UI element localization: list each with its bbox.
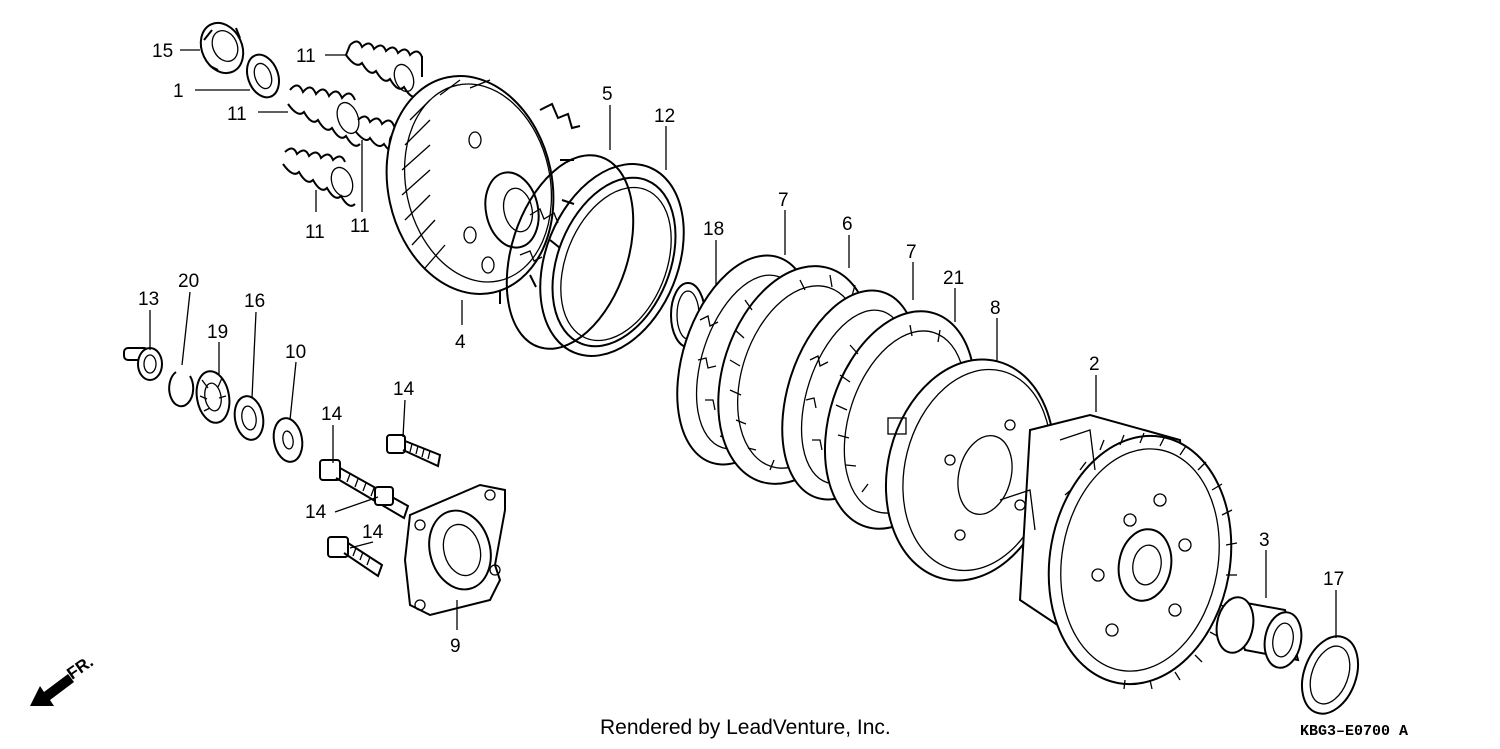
callout-6: 6 — [842, 214, 853, 235]
callout-11-top: 11 — [296, 46, 316, 67]
callout-11-right: 11 — [350, 216, 370, 237]
bolt-long — [319, 459, 410, 520]
callout-2: 2 — [1089, 354, 1100, 375]
part-lifter-plate — [403, 483, 506, 617]
part-thrust-washer — [1300, 635, 1360, 715]
callout-10: 10 — [285, 342, 306, 363]
callout-15: 15 — [152, 41, 173, 62]
part-bolts — [319, 434, 442, 578]
spring-middle — [287, 84, 361, 147]
part-washer-10 — [272, 417, 304, 463]
callout-14-left: 14 — [321, 404, 343, 425]
callout-5: 5 — [602, 84, 613, 105]
callout-14-bottom: 14 — [362, 522, 384, 543]
spring-top — [345, 40, 423, 98]
callout-21: 21 — [943, 268, 964, 289]
part-washer-1 — [246, 53, 280, 99]
callout-11-middle: 11 — [227, 104, 247, 125]
part-lifter-rod — [123, 347, 163, 381]
callout-leaders — [149, 49, 1337, 638]
spring-bottom — [282, 147, 356, 207]
part-lock-nut — [199, 21, 245, 75]
callout-3: 3 — [1259, 530, 1270, 551]
callout-labels: 15 1 11 11 11 11 5 12 4 13 20 19 16 10 1… — [138, 41, 1344, 657]
part-collar — [1215, 596, 1303, 669]
callout-14-middle: 14 — [305, 502, 327, 523]
callout-7-right: 7 — [906, 242, 917, 263]
diagram-code: KBG3–E0700 A — [1300, 723, 1409, 740]
callout-20: 20 — [178, 271, 199, 292]
bolt-middle — [374, 486, 394, 506]
part-ring-5 — [505, 154, 635, 350]
callout-12: 12 — [654, 106, 675, 127]
render-credit: Rendered by LeadVenture, Inc. — [600, 716, 891, 739]
part-bearing — [195, 370, 231, 424]
part-clutch-outer — [999, 413, 1238, 690]
callout-4: 4 — [455, 332, 466, 353]
callout-18: 18 — [703, 219, 724, 240]
part-washer-16 — [233, 395, 265, 441]
part-ring-12 — [539, 163, 685, 357]
bolt-bottom — [327, 536, 384, 578]
callout-19: 19 — [207, 322, 228, 343]
callout-13: 13 — [138, 289, 159, 310]
callout-9: 9 — [450, 636, 461, 657]
callout-11-bottom: 11 — [305, 222, 325, 243]
front-direction-marker: FR. — [28, 650, 118, 715]
part-circlip — [168, 371, 195, 408]
part-clutch-center — [385, 75, 581, 304]
front-arrow-icon: FR. — [30, 652, 97, 706]
callout-1: 1 — [173, 81, 184, 102]
callout-16: 16 — [244, 291, 265, 312]
callout-17: 17 — [1323, 569, 1344, 590]
callout-7-left: 7 — [778, 190, 789, 211]
bolt-top — [386, 434, 442, 468]
callout-14-top: 14 — [393, 379, 415, 400]
callout-8: 8 — [990, 298, 1001, 319]
